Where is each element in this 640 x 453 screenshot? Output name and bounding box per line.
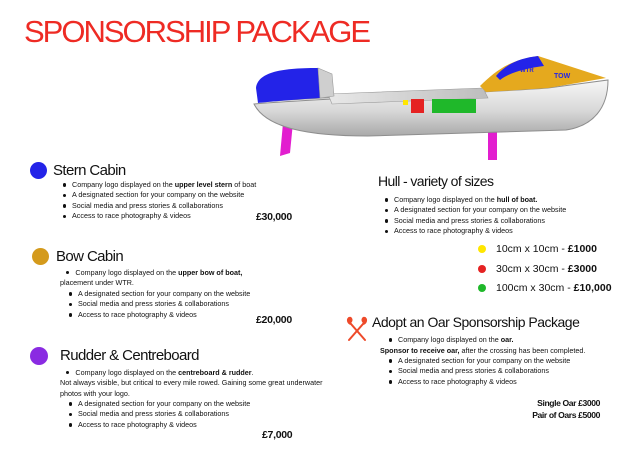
bow-cabin-intro: Company logo displayed on the upper bow … (60, 268, 243, 288)
rudder-title: Rudder & Centreboard (60, 347, 200, 364)
hull-patch-medium (411, 99, 424, 113)
hull-option-dot-medium (478, 265, 486, 273)
list-item: Social media and press stories & collabo… (386, 366, 570, 376)
hull-option-small: 10cm x 10cm - £1000 (496, 243, 597, 255)
list-item: Company logo displayed on the hull of bo… (382, 195, 566, 205)
hull-benefits: Company logo displayed on the hull of bo… (382, 195, 566, 237)
list-item: A designated section for your company on… (66, 399, 250, 409)
hull-patch-large (432, 99, 476, 113)
hull-title: Hull - variety of sizes (378, 173, 494, 189)
list-item: Company logo displayed on the upper leve… (60, 180, 256, 190)
stern-cabin-dot (30, 162, 47, 179)
crossed-oars-icon (346, 316, 368, 341)
centreboard (488, 130, 497, 160)
stern-cabin-zone (256, 68, 320, 103)
list-item: A designated section for your company on… (386, 356, 570, 366)
list-item: Company logo displayed on the oar. (386, 335, 514, 345)
oar-logo-benefit: Company logo displayed on the oar. (386, 335, 514, 345)
hull-option-dot-small (478, 245, 486, 253)
stern-cabin-title: Stern Cabin (53, 162, 126, 179)
rudder-intro: Company logo displayed on the centreboar… (60, 368, 323, 398)
bow-cabin-benefits: A designated section for your company on… (66, 289, 250, 320)
hull-option-large: 100cm x 30cm - £10,000 (496, 282, 612, 294)
rowing-boat-illustration: WTR TOW (253, 56, 609, 160)
list-item: Access to race photography & videos (386, 377, 570, 387)
bow-cabin-dot (32, 248, 49, 265)
stern-cabin-price: £30,000 (256, 211, 292, 223)
rudder-price: £7,000 (262, 429, 293, 441)
oar-sponsor-note: Sponsor to receive oar, after the crossi… (380, 346, 586, 355)
list-item: Access to race photography & videos (60, 211, 256, 221)
page-title: SPONSORSHIP PACKAGE (24, 14, 371, 49)
oar-title: Adopt an Oar Sponsorship Package (372, 314, 580, 330)
bow-logo: WTR (520, 68, 534, 74)
stern-cabin-benefits: Company logo displayed on the upper leve… (60, 180, 256, 222)
single-oar-price: Single Oar £3000 (537, 398, 600, 408)
pair-oars-price: Pair of Oars £5000 (532, 410, 600, 420)
list-item: A designated section for your company on… (382, 205, 566, 215)
list-item: Access to race photography & videos (382, 226, 566, 236)
list-item: Social media and press stories & collabo… (66, 299, 250, 309)
list-item: Social media and press stories & collabo… (66, 409, 250, 419)
hull-option-medium: 30cm x 30cm - £3000 (496, 263, 597, 275)
list-item: Access to race photography & videos (66, 420, 250, 430)
rudder-benefits: A designated section for your company on… (66, 399, 250, 430)
list-item: A designated section for your company on… (66, 289, 250, 299)
list-item: Social media and press stories & collabo… (382, 216, 566, 226)
hull-option-dot-large (478, 284, 486, 292)
list-item: A designated section for your company on… (60, 190, 256, 200)
list-item: Social media and press stories & collabo… (60, 201, 256, 211)
bow-cabin-title: Bow Cabin (56, 248, 124, 265)
bow-tow-logo: TOW (554, 73, 571, 80)
list-item: Access to race photography & videos (66, 310, 250, 320)
hull-patch-small (403, 100, 408, 105)
oar-benefits: A designated section for your company on… (386, 356, 570, 387)
bow-cabin-price: £20,000 (256, 314, 292, 326)
rudder-dot (30, 347, 48, 365)
